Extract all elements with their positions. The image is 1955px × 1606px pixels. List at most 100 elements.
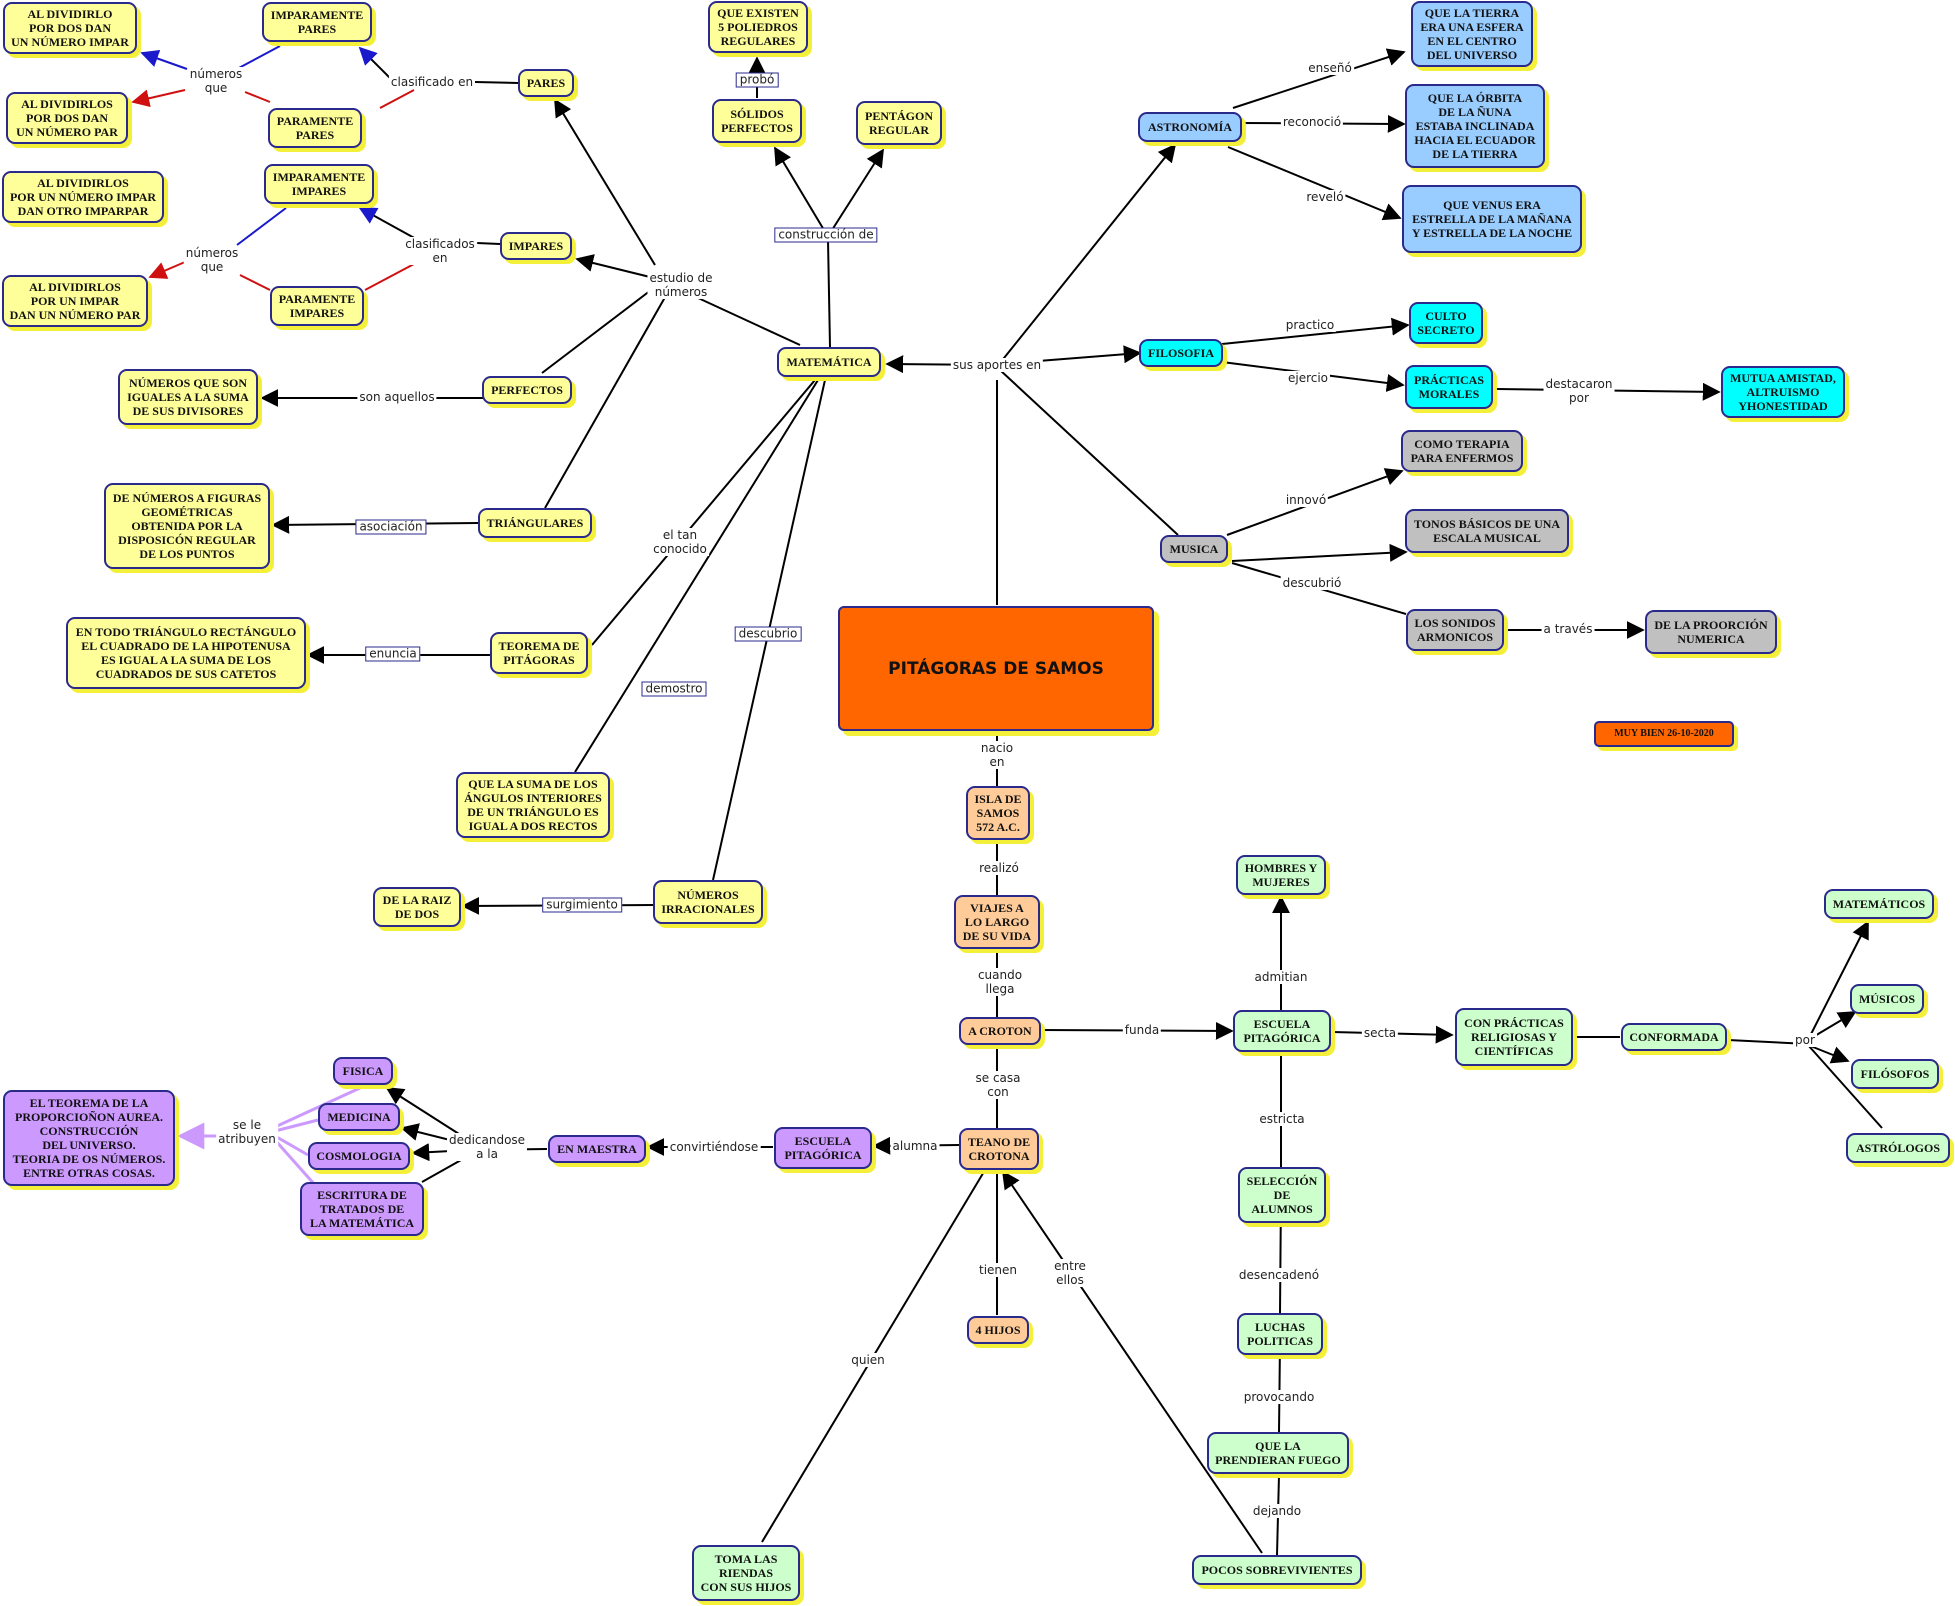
node-teorema-pitagoras: TEOREMA DE PITÁGORAS <box>490 632 588 674</box>
link-label-funda: funda <box>1122 1023 1162 1037</box>
node-pocos-sobrevivientes: POCOS SOBREVIVIENTES <box>1192 1555 1362 1585</box>
node-seleccion-alumnos: SELECCIÓN DE ALUMNOS <box>1238 1167 1326 1223</box>
node-astrologos: ASTRÓLOGOS <box>1846 1133 1950 1163</box>
link-label-a-traves: a través <box>1541 622 1595 636</box>
grade-stamp: MUY BIEN 26-10-2020 <box>1594 721 1734 747</box>
link-label-realizo: realizó <box>977 861 1021 875</box>
node-matematica: MATEMÁTICA <box>777 347 881 377</box>
link-label-se-casa-con: se casa con <box>973 1071 1023 1099</box>
link-label-asociacion: asociación <box>355 519 427 535</box>
link-label-el-tan-conocido: el tan conocido <box>651 528 709 556</box>
node-matematicos: MATEMÁTICOS <box>1824 889 1934 919</box>
link-label-enuncia: enuncia <box>365 646 421 662</box>
node-venus: QUE VENUS ERA ESTRELLA DE LA MAÑANA Y ES… <box>1402 185 1582 253</box>
node-paramente-impares: PARAMENTE IMPARES <box>270 286 364 326</box>
node-toma-riendas: TOMA LAS RIENDAS CON SUS HIJOS <box>692 1545 800 1601</box>
node-figuras-geometricas: DE NÚMEROS A FIGURAS GEOMÉTRICAS OBTENID… <box>104 483 270 569</box>
node-proporcion-numerica: DE LA PROORCIÓN NUMERICA <box>1645 610 1777 654</box>
node-irracionales: NÚMEROS IRRACIONALES <box>653 880 763 924</box>
node-imparamente-impares: IMPARAMENTE IMPARES <box>264 164 374 204</box>
node-teano: TEANO DE CROTONA <box>959 1128 1039 1170</box>
link-label-clasificado-en: clasificado en <box>388 75 476 89</box>
link-label-clasificados-en: clasificados en <box>403 237 477 265</box>
link-label-numeros-que-1: números que <box>187 67 245 95</box>
node-teorema-proporcion: EL TEOREMA DE LA PROPORCIOÑON AUREA. CON… <box>3 1090 175 1186</box>
node-pares: PARES <box>518 69 574 97</box>
node-raiz-dos: DE LA RAIZ DE DOS <box>373 887 461 927</box>
link-label-ejercio: ejercio <box>1285 371 1331 385</box>
node-cosmologia: COSMOLOGIA <box>308 1142 410 1170</box>
node-isla-samos: ISLA DE SAMOS 572 A.C. <box>966 786 1030 840</box>
link-label-secta: secta <box>1361 1026 1399 1040</box>
node-conformada: CONFORMADA <box>1621 1023 1727 1051</box>
link-label-son-aquellos: son aquellos <box>357 390 437 404</box>
link-label-entre-ellos: entre ellos <box>1052 1259 1088 1287</box>
node-pentagono: PENTÁGON REGULAR <box>856 101 942 145</box>
node-hombres-mujeres: HOMBRES Y MUJERES <box>1236 855 1326 895</box>
link-label-estudio-numeros: estudio de números <box>647 271 715 299</box>
node-fisica: FISICA <box>333 1057 393 1085</box>
node-triangulares: TRIÁNGULARES <box>478 508 592 538</box>
node-impares: IMPARES <box>500 232 572 260</box>
node-culto-secreto: CULTO SECRETO <box>1409 302 1483 344</box>
node-luchas-politicas: LUCHAS POLITICAS <box>1237 1313 1323 1355</box>
link-label-descubrio: descubrio <box>734 626 802 642</box>
node-medicina: MEDICINA <box>318 1103 400 1131</box>
link-label-desencadeno: desencadenó <box>1236 1268 1322 1282</box>
node-sonidos-armonicos: LOS SONIDOS ARMONICOS <box>1406 609 1504 651</box>
link-label-revelo: reveló <box>1304 190 1346 204</box>
node-perfectos: PERFECTOS <box>482 376 572 404</box>
node-tierra-esfera: QUE LA TIERRA ERA UNA ESFERA EN EL CENTR… <box>1411 1 1533 67</box>
node-practicas-morales: PRÁCTICAS MORALES <box>1405 365 1493 409</box>
link-label-practico: practico <box>1283 318 1337 332</box>
node-escuela-pitagorica-teano: ESCUELA PITAGÓRICA <box>774 1127 872 1169</box>
link-label-numeros-que-2: números que <box>183 246 241 274</box>
node-escritura-tratados: ESCRITURA DE TRATADOS DE LA MATEMÁTICA <box>300 1182 424 1236</box>
node-escuela-pitagorica: ESCUELA PITAGÓRICA <box>1233 1010 1331 1052</box>
node-en-maestra: EN MAESTRA <box>548 1135 646 1163</box>
link-label-sus-aportes-en: sus aportes en <box>950 358 1044 372</box>
node-musicos: MÚSICOS <box>1850 984 1924 1014</box>
node-orbita: QUE LA ÓRBITA DE LA ÑUNA ESTABA INCLINAD… <box>1405 84 1545 168</box>
node-solidos-perfectos: SÓLIDOS PERFECTOS <box>712 99 802 143</box>
link-label-innovo: innovó <box>1283 493 1329 507</box>
link-label-surgimiento: surgimiento <box>542 897 622 913</box>
link-label-se-le-atribuyen: se le atribuyen <box>216 1118 278 1146</box>
node-al-dividirlos-impar-par: AL DIVIDIRLOS POR UN IMPAR DAN UN NÚMERO… <box>2 275 148 327</box>
node-cuatro-hijos: 4 HIJOS <box>967 1316 1029 1344</box>
node-terapia: COMO TERAPIA PARA ENFERMOS <box>1401 430 1523 472</box>
node-mutua-amistad: MUTUA AMISTAD, ALTRUISMO YHONESTIDAD <box>1721 366 1845 418</box>
link-label-tienen: tienen <box>976 1263 1020 1277</box>
node-triangulo-rectangulo: EN TODO TRIÁNGULO RECTÁNGULO EL CUADRADO… <box>66 617 306 689</box>
link-label-enseno: enseñó <box>1306 61 1354 75</box>
link-label-destacaron-por: destacaron por <box>1543 377 1615 405</box>
node-astronomia: ASTRONOMÍA <box>1138 112 1242 142</box>
node-numeros-divisores: NÚMEROS QUE SON IGUALES A LA SUMA DE SUS… <box>118 369 258 425</box>
link-label-reconocio: reconoció <box>1280 115 1344 129</box>
link-label-admitian: admitian <box>1252 970 1310 984</box>
node-musica: MUSICA <box>1160 535 1228 563</box>
node-cinco-poliedros: QUE EXISTEN 5 POLIEDROS REGULARES <box>708 1 808 53</box>
link-label-dedicandose: dedicandose a la <box>446 1133 528 1161</box>
link-label-construccion-de: construcción de <box>774 227 878 243</box>
node-filosofos: FILÓSOFOS <box>1851 1059 1939 1089</box>
node-al-dividirlo-impar: AL DIVIDIRLO POR DOS DAN UN NÚMERO IMPAR <box>3 2 137 54</box>
link-label-cuando-llega: cuando llega <box>975 968 1025 996</box>
link-label-por: por <box>1793 1033 1817 1047</box>
node-imparamente-pares: IMPARAMENTE PARES <box>262 2 372 42</box>
link-label-demostro: demostro <box>641 681 707 697</box>
node-al-dividirlos-par: AL DIVIDIRLOS POR DOS DAN UN NÚMERO PAR <box>6 92 128 144</box>
node-practicas-religiosas: CON PRÁCTICAS RELIGIOSAS Y CIENTÍFICAS <box>1455 1008 1573 1066</box>
node-suma-angulos: QUE LA SUMA DE LOS ÁNGULOS INTERIORES DE… <box>456 772 610 838</box>
link-label-dejando: dejando <box>1250 1504 1304 1518</box>
link-label-convirtiendose: convirtiéndose <box>667 1140 761 1154</box>
node-al-dividirlos-impar-otro: AL DIVIDIRLOS POR UN NÚMERO IMPAR DAN OT… <box>2 171 164 223</box>
link-label-nacio-en: nacio en <box>978 741 1016 769</box>
node-prendieran-fuego: QUE LA PRENDIERAN FUEGO <box>1207 1432 1349 1474</box>
link-label-provocando: provocando <box>1241 1390 1317 1404</box>
node-paramente-pares: PARAMENTE PARES <box>268 108 362 148</box>
node-tonos-basicos: TONOS BÁSICOS DE UNA ESCALA MUSICAL <box>1405 509 1569 553</box>
central-topic: PITÁGORAS DE SAMOS <box>838 606 1154 731</box>
link-label-estricta: estricta <box>1257 1112 1307 1126</box>
